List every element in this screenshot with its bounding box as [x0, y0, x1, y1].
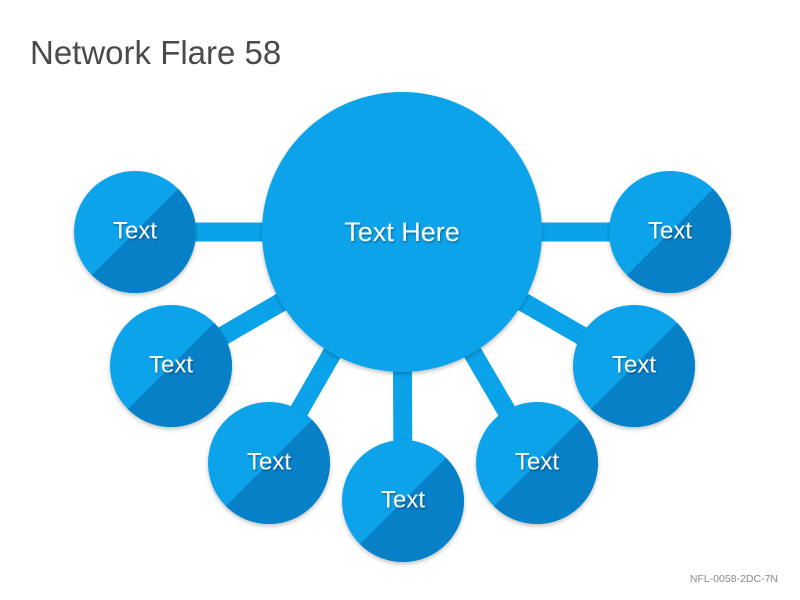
footer-code: NFL-0058-2DC-7N	[689, 573, 778, 585]
slide-title: Network Flare 58	[30, 34, 282, 71]
node-label: Text	[247, 448, 291, 475]
node-shade	[573, 305, 695, 427]
node-left-lower: Text	[208, 402, 330, 524]
node-left-middle: Text	[110, 305, 232, 427]
node-label: Text	[113, 217, 157, 244]
node-label: Text	[381, 486, 425, 513]
node-bottom: Text	[342, 440, 464, 562]
node-shade	[110, 305, 232, 427]
node-right-middle: Text	[573, 305, 695, 427]
center-label: Text Here	[344, 217, 460, 247]
center-node: Text Here	[262, 92, 542, 372]
node-shade	[476, 402, 598, 524]
node-right-lower: Text	[476, 402, 598, 524]
node-shade	[609, 171, 731, 293]
node-label: Text	[648, 217, 692, 244]
node-label: Text	[515, 448, 559, 475]
node-label: Text	[149, 351, 193, 378]
node-right-upper: Text	[609, 171, 731, 293]
node-left-upper: Text	[74, 171, 196, 293]
center-circle	[262, 92, 542, 372]
node-shade	[208, 402, 330, 524]
node-shade	[342, 440, 464, 562]
node-label: Text	[612, 351, 656, 378]
node-shade	[74, 171, 196, 293]
